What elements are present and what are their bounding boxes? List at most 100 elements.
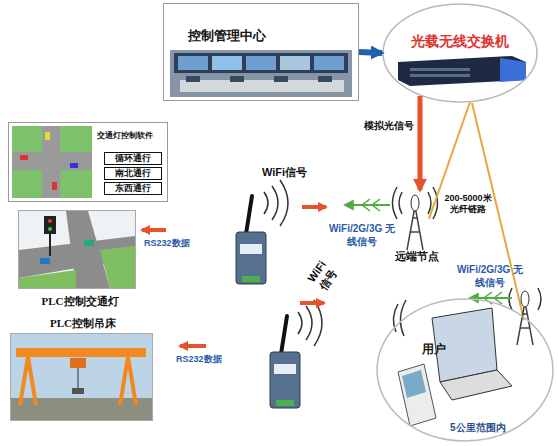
- wireless-arrow-ticks: [362, 199, 380, 211]
- car: [84, 240, 94, 246]
- screen: [212, 56, 242, 70]
- control-center-box: 控制管理中心: [163, 3, 359, 101]
- signal-arrow: [302, 205, 326, 209]
- ellipse-outline: [376, 298, 554, 442]
- wireless-arrow: [470, 297, 512, 299]
- wireless-waves: [509, 288, 541, 310]
- mode-button: 循环通行: [104, 152, 162, 165]
- light: [48, 227, 52, 231]
- signal-arrow: [180, 344, 206, 348]
- wireless-arrow: [345, 204, 390, 206]
- device-label-plate: [274, 364, 296, 374]
- ellipse-outline-shape: [377, 299, 553, 441]
- ellipse-outline: [382, 3, 538, 103]
- device-terminal: [242, 276, 260, 282]
- wireless-waves: [393, 187, 438, 219]
- software-map: [12, 126, 92, 198]
- interface-name: RS232数据: [176, 354, 222, 365]
- mode-button: 东西通行: [104, 182, 162, 195]
- hoist-cable: [78, 368, 79, 388]
- light: [48, 219, 52, 223]
- ground: [11, 398, 152, 420]
- signal-pole: [49, 216, 51, 256]
- device-antenna: [281, 316, 287, 354]
- monitor: [230, 76, 244, 82]
- node-title: 远端节点: [385, 250, 449, 263]
- monitor: [186, 76, 200, 82]
- device-terminal: [276, 400, 294, 406]
- node-title: 用户: [422, 342, 446, 356]
- mode-button: 南北通行: [104, 167, 162, 180]
- car: [70, 163, 78, 168]
- remote-node: 远端节点: [393, 190, 441, 262]
- screen: [280, 56, 310, 70]
- road: [42, 126, 60, 198]
- antenna-tower: [407, 206, 423, 250]
- wifi-serial-server: [270, 352, 300, 408]
- crane-picture: [11, 334, 152, 420]
- monitor: [318, 76, 332, 82]
- car: [20, 155, 28, 160]
- node-title: 光载无线交换机: [390, 33, 530, 50]
- node-title: 循环通行: [105, 153, 161, 163]
- edge-label: 模拟光信号: [362, 120, 416, 133]
- traffic-light-picture: PLC控制交通灯: [18, 210, 136, 289]
- node-title: 交通灯控制软件: [97, 131, 167, 140]
- video-wall: [174, 53, 348, 73]
- crane-picture-box: PLC控制吊床: [10, 333, 153, 421]
- switch-ellipse: 光载无线交换机: [382, 3, 538, 103]
- car: [40, 258, 50, 264]
- fiber-link: [429, 102, 470, 219]
- screen: [246, 56, 276, 70]
- monitor: [274, 76, 288, 82]
- node-note: 5公里范围内: [450, 422, 506, 434]
- crane-legs: [20, 357, 136, 405]
- interface-name: RS232数据: [144, 238, 190, 249]
- grass: [100, 246, 135, 288]
- crane-girder: [16, 348, 146, 357]
- traffic-light: [44, 216, 56, 234]
- rack-front-panel: [500, 58, 526, 82]
- node-title: 控制管理中心: [188, 28, 266, 44]
- wifi-serial-server: [236, 232, 266, 284]
- edge-label: 200-5000米 光纤链路: [440, 193, 496, 216]
- rack-vent: [410, 68, 470, 71]
- software-panel: 交通灯控制软件循环通行南北通行东西通行: [8, 122, 168, 202]
- signal-name: WiFi 信号: [302, 254, 344, 298]
- user-ellipse: 用户 5公里范围内: [376, 298, 554, 442]
- device-antenna: [246, 196, 252, 234]
- signal-name: WiFi/2G/3G 无线信号: [326, 223, 398, 248]
- antenna-head: [411, 195, 419, 211]
- laptop-keyboard: [440, 370, 512, 400]
- signal-name: WiFi/2G/3G 无线信号: [454, 264, 526, 289]
- signal-arrow: [300, 301, 324, 305]
- screen: [314, 56, 344, 70]
- wireless-waves: [264, 180, 288, 226]
- node-title: 东西通行: [105, 183, 161, 193]
- node-title: PLC控制吊床: [21, 317, 145, 330]
- node-title: 南北通行: [105, 168, 161, 178]
- crane-trolley: [70, 358, 86, 368]
- grass: [19, 270, 76, 288]
- wireless-waves: [298, 300, 322, 346]
- optical-signal-arrow: [418, 96, 423, 190]
- car: [45, 132, 50, 140]
- node-title: PLC控制交通灯: [25, 295, 135, 308]
- rack-switch: [398, 56, 526, 86]
- phone-screen: [402, 370, 426, 398]
- device-label-plate: [240, 244, 262, 254]
- screen: [178, 56, 208, 70]
- mobile-phone: [398, 364, 436, 426]
- rack-vent: [410, 74, 470, 77]
- intersection-picture: [19, 211, 135, 288]
- control-room-photo: [170, 50, 352, 97]
- signal-name: WiFi信号: [262, 166, 307, 180]
- car: [52, 182, 57, 190]
- antenna-head: [521, 291, 529, 307]
- hook-load: [72, 388, 84, 394]
- ellipse-outline-shape: [383, 4, 537, 102]
- control-arrow: [359, 52, 382, 53]
